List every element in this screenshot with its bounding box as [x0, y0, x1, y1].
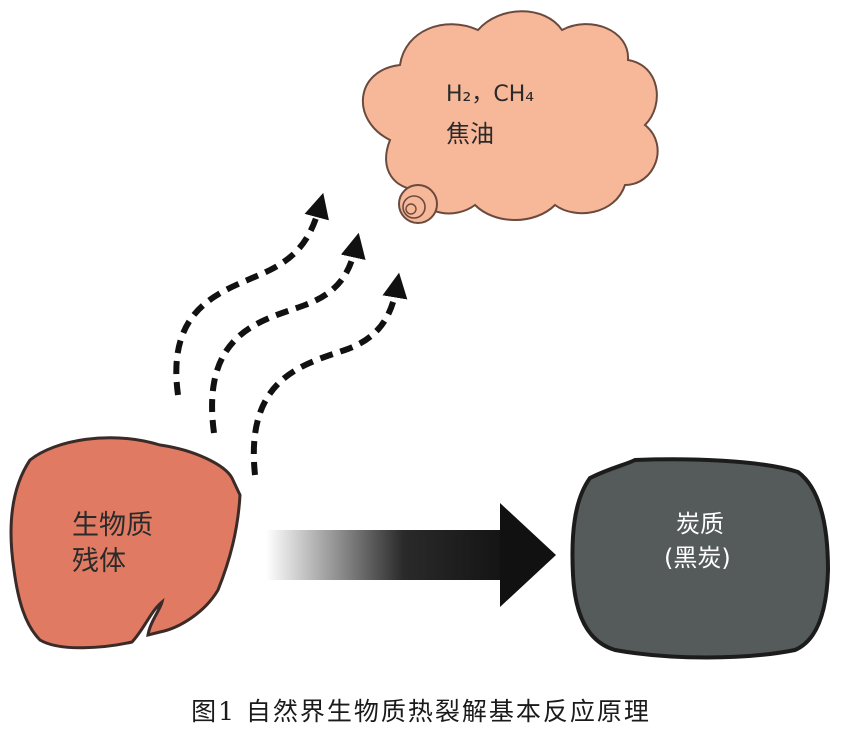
- arrow-head: [500, 503, 556, 607]
- gas-cloud: H₂，CH₄ 焦油: [362, 10, 659, 224]
- process-arrow: [266, 503, 556, 607]
- cloud-shape: [362, 10, 659, 221]
- dashed-arrow-2: [209, 232, 366, 434]
- gases-label: H₂，CH₄: [446, 82, 534, 107]
- char-label-line1: 炭质: [676, 510, 724, 538]
- biomass-label-line2: 残体: [72, 546, 126, 577]
- figure-caption: 图1 自然界生物质热裂解基本反应原理: [191, 697, 651, 726]
- biomass-residue: 生物质 残体: [9, 436, 242, 650]
- biomass-shape: [9, 436, 242, 650]
- char-label-line2: (黑炭): [664, 544, 731, 572]
- dashed-arrow-3: [250, 272, 408, 476]
- tar-label: 焦油: [446, 120, 494, 148]
- char-shape: [570, 457, 831, 660]
- char-product: 炭质 (黑炭): [570, 457, 831, 660]
- dashed-arrow-1: [173, 192, 329, 396]
- volatile-arrows: [173, 192, 408, 476]
- arrow-shaft: [266, 530, 516, 580]
- biomass-label-line1: 生物质: [72, 510, 153, 541]
- cloud-curl: [398, 184, 438, 224]
